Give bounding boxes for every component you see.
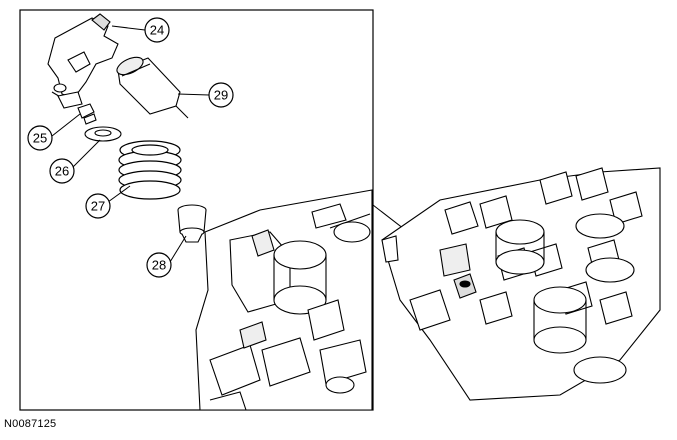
callout-27: 27 — [85, 193, 111, 219]
valve-stem-seal-part — [177, 204, 207, 243]
callout-29-label: 29 — [214, 88, 228, 103]
callout-27-label: 27 — [91, 199, 105, 214]
callout-25-leader — [51, 113, 81, 137]
callout-24-label: 24 — [150, 23, 164, 38]
inset-cylinder-head — [195, 189, 373, 411]
callout-25: 25 — [27, 125, 53, 151]
lash-adjuster-part — [116, 56, 189, 119]
callout-28-label: 28 — [152, 258, 166, 273]
callout-26-label: 26 — [55, 164, 69, 179]
callout-24-leader — [111, 25, 146, 31]
full-cylinder-head — [381, 167, 661, 401]
callout-26: 26 — [49, 158, 75, 184]
callout-24: 24 — [144, 17, 170, 43]
valve-spring-part — [118, 140, 182, 200]
callout-26-leader — [71, 139, 101, 169]
callout-28-leader — [169, 235, 187, 263]
roller-follower-part — [47, 13, 119, 109]
callout-27-leader — [107, 185, 131, 203]
detail-inset-frame — [19, 9, 374, 411]
valve-keepers-part — [77, 103, 97, 125]
spring-retainer-part — [84, 126, 122, 142]
callout-25-label: 25 — [33, 131, 47, 146]
figure-id-caption: N0087125 — [4, 418, 57, 430]
callout-28: 28 — [146, 252, 172, 278]
callout-29-leader — [177, 93, 210, 96]
callout-29: 29 — [208, 82, 234, 108]
